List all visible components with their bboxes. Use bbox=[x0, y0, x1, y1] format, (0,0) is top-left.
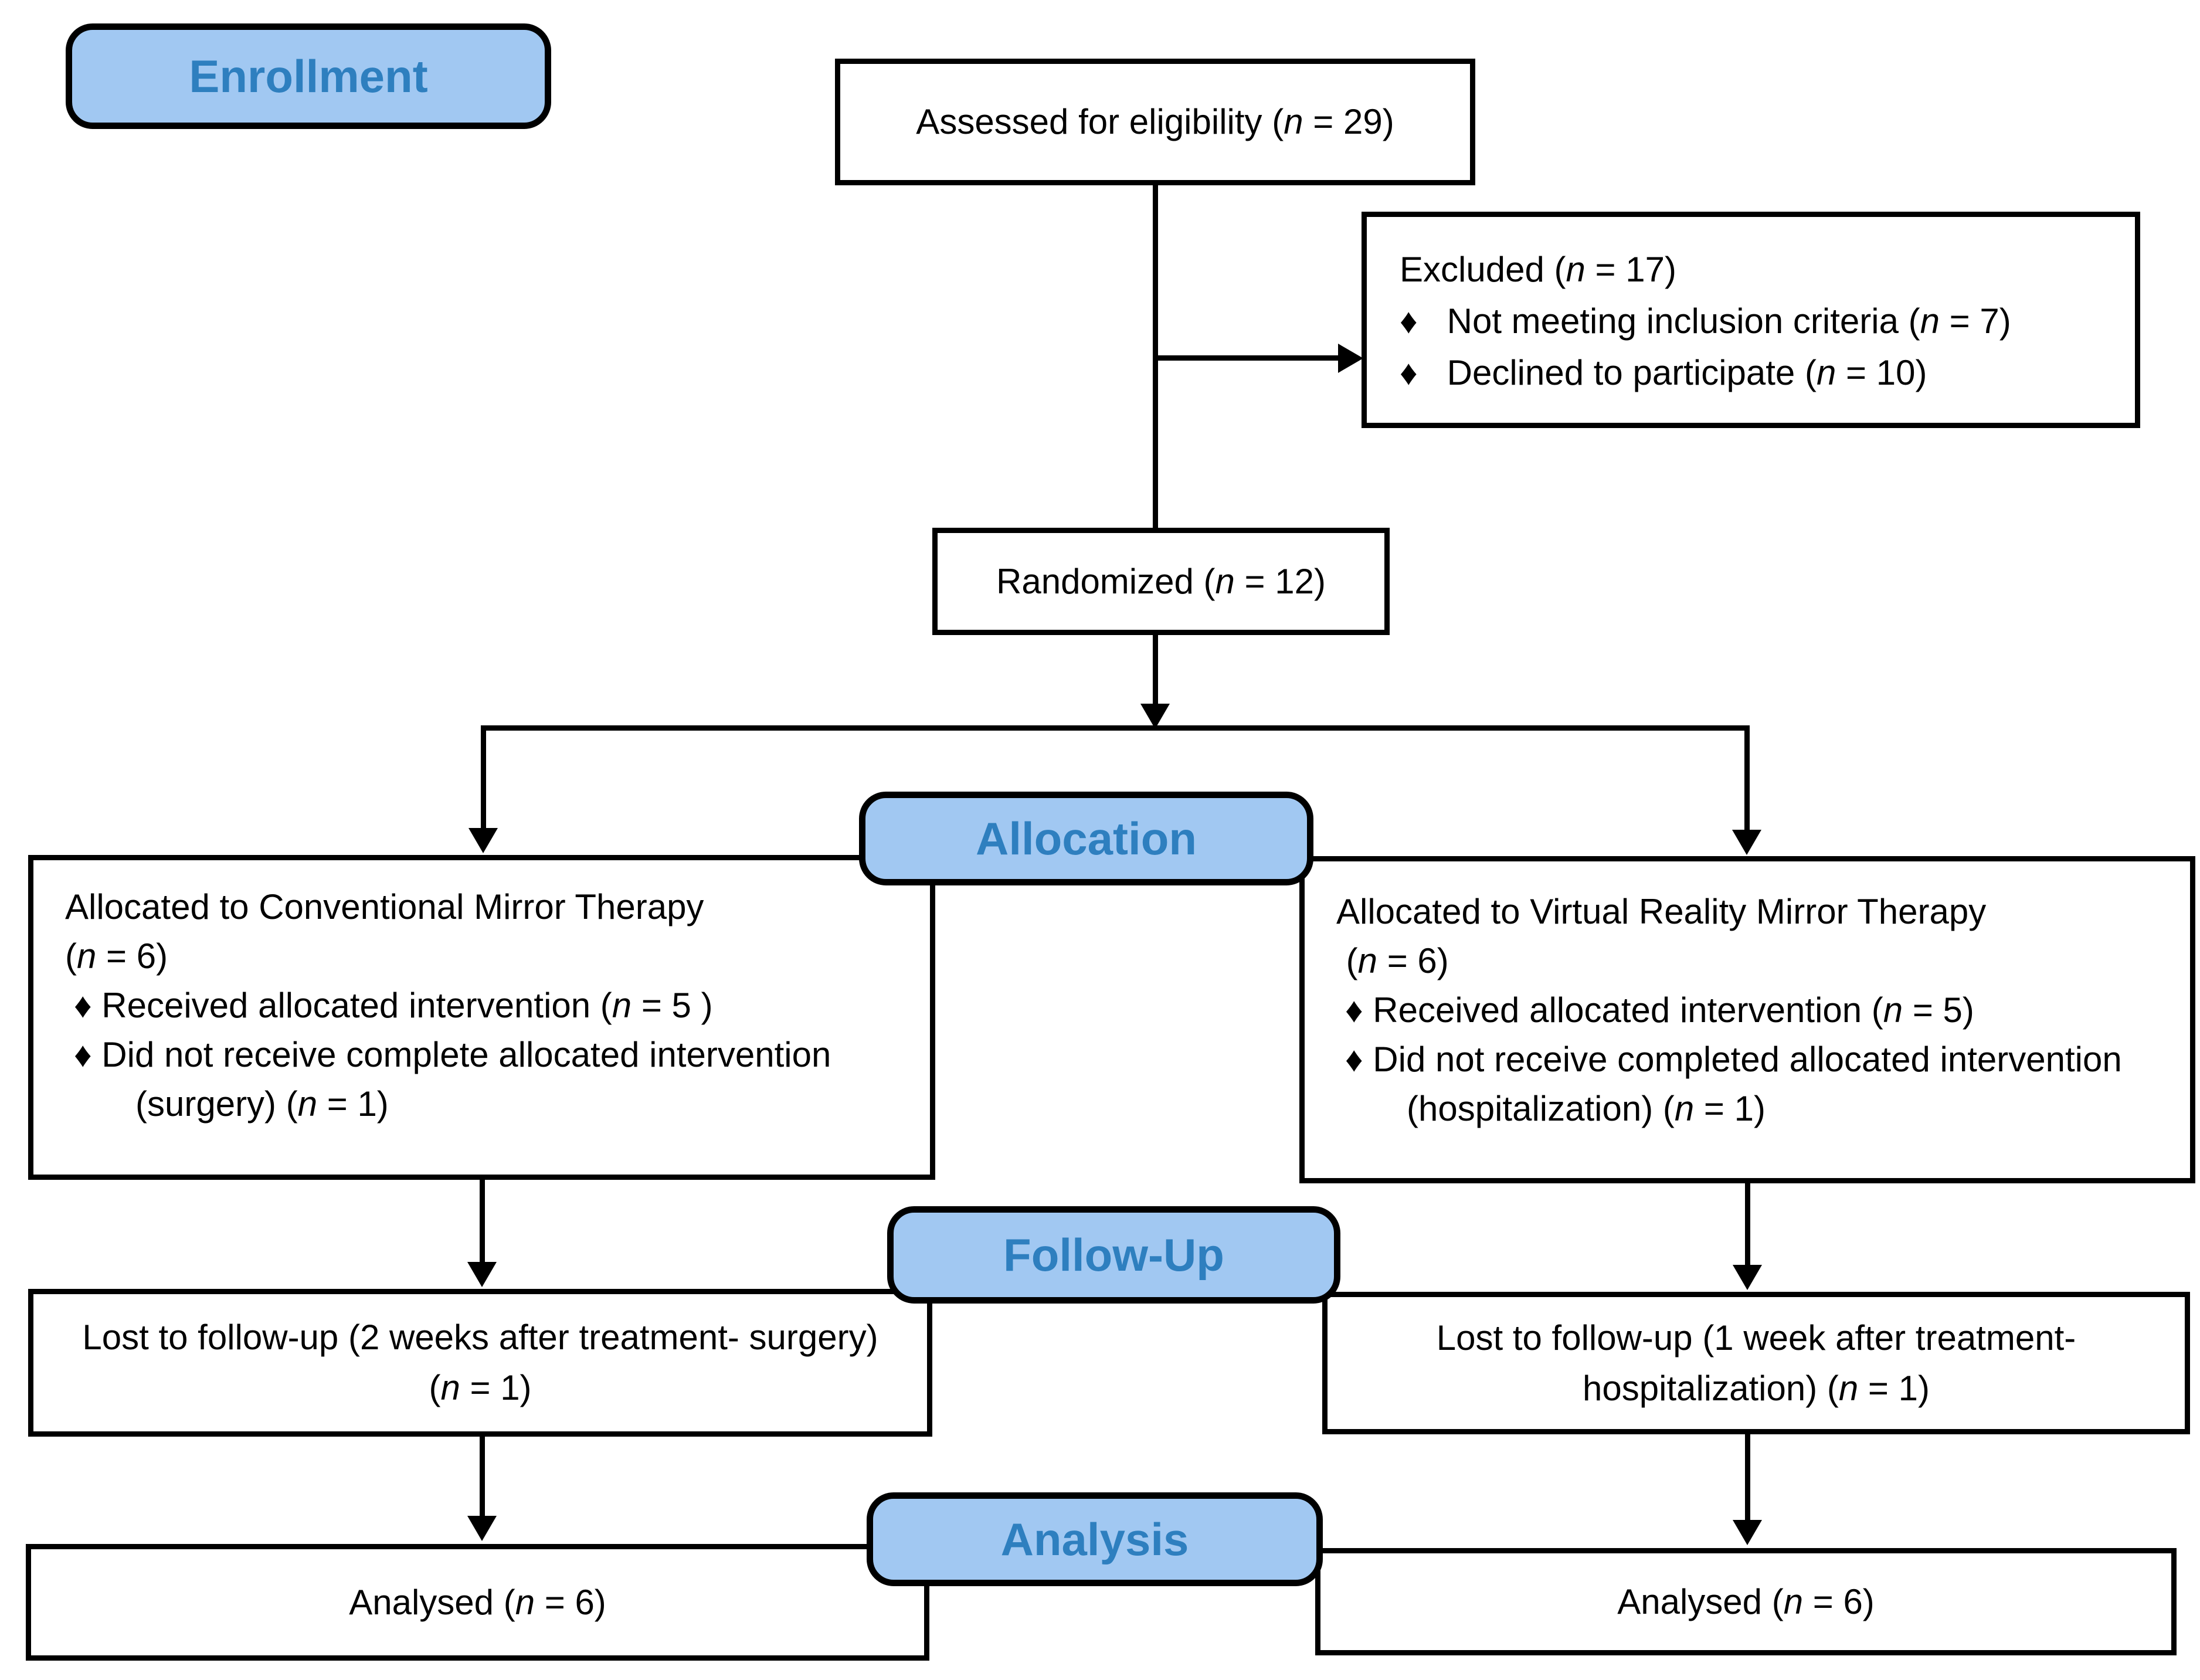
followup-left-line-1: Lost to follow-up (2 weeks after treatme… bbox=[82, 1318, 878, 1357]
followup-right-box: Lost to follow-up (1 week after treatmen… bbox=[1322, 1292, 2190, 1434]
analysed-left-text: Analysed (n = 6) bbox=[349, 1582, 606, 1622]
connector-followup-to-analysis-left bbox=[480, 1437, 485, 1518]
connector-alloc-to-followup-right bbox=[1745, 1183, 1750, 1267]
arrowhead-analysis-left-icon bbox=[467, 1516, 497, 1541]
arrowhead-followup-left-icon bbox=[467, 1262, 497, 1287]
alloc-left-title: Allocated to Conventional Mirror Therapy bbox=[65, 887, 704, 926]
alloc-left-n: (n = 6) bbox=[65, 936, 168, 976]
alloc-right-n: (n = 6) bbox=[1336, 941, 1449, 980]
excluded-bullet-2: ♦ Declined to participate (n = 10) bbox=[1400, 353, 1927, 392]
follow-up-badge-label: Follow-Up bbox=[1003, 1228, 1224, 1281]
followup-right-line-2: hospitalization) (n = 1) bbox=[1583, 1368, 1930, 1408]
alloc-right-bullet-1: ♦ Received allocated intervention (n = 5… bbox=[1345, 990, 1974, 1030]
followup-left-line-2: (n = 1) bbox=[429, 1368, 532, 1407]
allocation-badge-label: Allocation bbox=[975, 812, 1197, 864]
alloc-left-bullet-2: ♦ Did not receive complete allocated int… bbox=[74, 1035, 831, 1074]
connector-to-excluded bbox=[1153, 355, 1346, 361]
connector-randomized-to-branch bbox=[1153, 635, 1158, 707]
alloc-left-bullet-1: ♦ Received allocated intervention (n = 5… bbox=[74, 986, 713, 1025]
analysed-right-box: Analysed (n = 6) bbox=[1315, 1548, 2177, 1655]
allocation-right-box: Allocated to Virtual Reality Mirror Ther… bbox=[1299, 856, 2195, 1183]
assessed-box: Assessed for eligibility (n = 29) bbox=[835, 59, 1475, 185]
arrowhead-alloc-right-icon bbox=[1732, 830, 1761, 855]
alloc-right-bullet-2-cont: (hospitalization) (n = 1) bbox=[1407, 1089, 1766, 1128]
analysed-right-text: Analysed (n = 6) bbox=[1617, 1581, 1875, 1621]
excluded-bullet-1: ♦ Not meeting inclusion criteria (n = 7) bbox=[1400, 301, 2011, 341]
alloc-right-bullet-2: ♦ Did not receive completed allocated in… bbox=[1345, 1040, 2122, 1079]
excluded-title: Excluded (n = 17) bbox=[1400, 250, 1676, 289]
randomized-text: Randomized (n = 12) bbox=[996, 561, 1326, 601]
connector-followup-to-analysis-right bbox=[1745, 1434, 1750, 1521]
allocation-left-box: Allocated to Conventional Mirror Therapy… bbox=[28, 855, 935, 1180]
randomized-box: Randomized (n = 12) bbox=[932, 528, 1390, 635]
followup-right-line-1: Lost to follow-up (1 week after treatmen… bbox=[1436, 1318, 2076, 1357]
excluded-box: Excluded (n = 17) ♦ Not meeting inclusio… bbox=[1362, 212, 2140, 428]
connector-branch-to-alloc-left bbox=[481, 725, 486, 830]
allocation-badge: Allocation bbox=[859, 792, 1313, 885]
analysis-badge-label: Analysis bbox=[1000, 1513, 1189, 1565]
analysis-badge: Analysis bbox=[867, 1492, 1323, 1586]
connector-branch-to-alloc-right bbox=[1744, 725, 1750, 831]
arrowhead-followup-right-icon bbox=[1733, 1265, 1762, 1290]
enrollment-badge: Enrollment bbox=[66, 23, 551, 129]
alloc-left-bullet-2-cont: (surgery) (n = 1) bbox=[135, 1084, 389, 1124]
arrowhead-excluded-icon bbox=[1338, 344, 1363, 373]
enrollment-badge-label: Enrollment bbox=[189, 50, 428, 102]
arrowhead-branch-icon bbox=[1140, 704, 1170, 729]
alloc-right-title: Allocated to Virtual Reality Mirror Ther… bbox=[1336, 892, 1987, 931]
followup-left-box: Lost to follow-up (2 weeks after treatme… bbox=[28, 1289, 932, 1437]
connector-alloc-to-followup-left bbox=[480, 1180, 485, 1264]
analysed-left-box: Analysed (n = 6) bbox=[26, 1544, 929, 1661]
arrowhead-alloc-left-icon bbox=[468, 828, 498, 853]
arrowhead-analysis-right-icon bbox=[1733, 1520, 1762, 1545]
assessed-text: Assessed for eligibility (n = 29) bbox=[916, 102, 1394, 141]
branch-line bbox=[481, 725, 1750, 731]
follow-up-badge: Follow-Up bbox=[887, 1206, 1340, 1304]
